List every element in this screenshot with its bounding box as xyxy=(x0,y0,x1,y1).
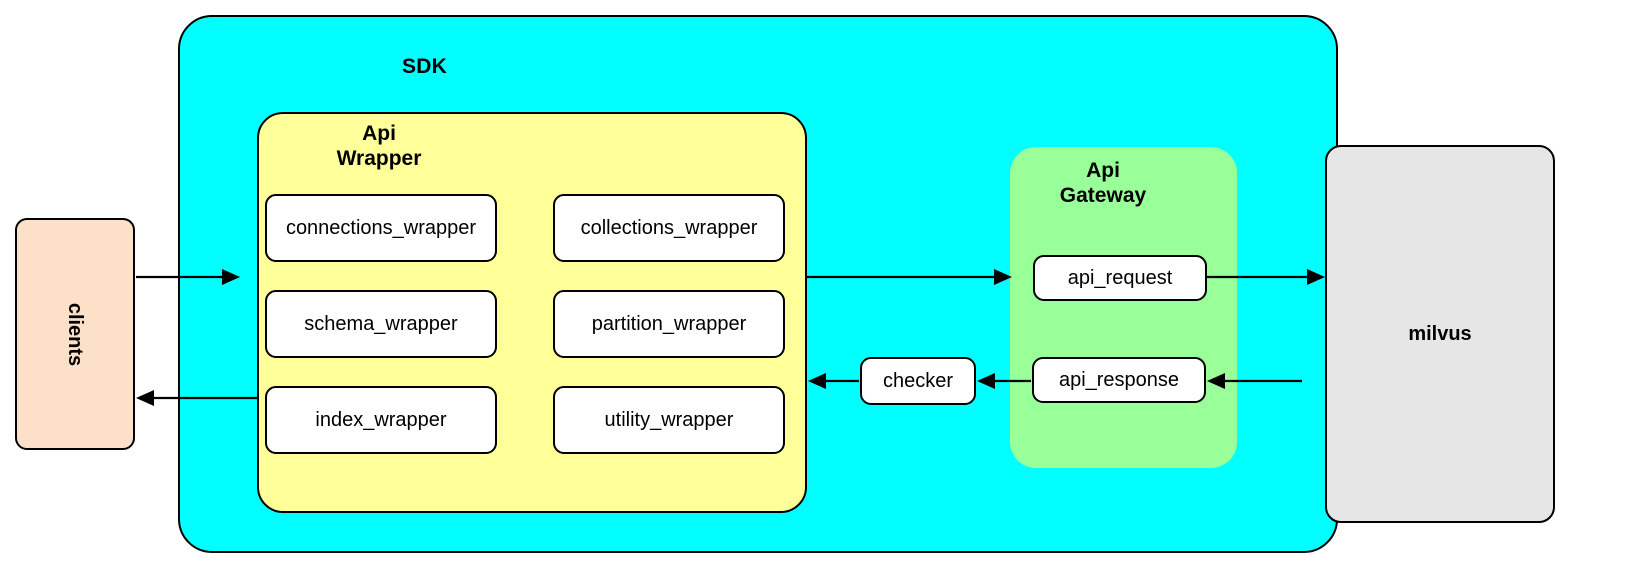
edge-milvus-to-api-response xyxy=(1207,373,1302,389)
edge-api-response-to-checker xyxy=(977,373,1031,389)
module-collections-wrapper[interactable]: collections_wrapper xyxy=(553,194,785,262)
milvus-label: milvus xyxy=(1408,322,1472,345)
sdk-label: SDK xyxy=(402,55,447,78)
module-label: schema_wrapper xyxy=(304,312,458,335)
module-label: collections_wrapper xyxy=(580,216,758,239)
module-label: connections_wrapper xyxy=(285,216,477,239)
node-checker[interactable]: checker xyxy=(860,357,976,405)
edge-api-request-to-milvus xyxy=(1207,269,1325,285)
clients-node[interactable]: clients xyxy=(15,218,135,450)
edge-api-wrapper-to-clients xyxy=(136,390,257,406)
module-partition-wrapper[interactable]: partition_wrapper xyxy=(553,290,785,358)
api-gateway-label: Api Gateway xyxy=(1028,159,1178,209)
api-wrapper-label-line2: Wrapper xyxy=(336,146,422,170)
module-utility-wrapper[interactable]: utility_wrapper xyxy=(553,386,785,454)
module-label: index_wrapper xyxy=(315,408,447,431)
module-connections-wrapper[interactable]: connections_wrapper xyxy=(265,194,497,262)
node-label: checker xyxy=(882,369,954,392)
edge-checker-to-api-wrapper xyxy=(808,373,859,389)
module-index-wrapper[interactable]: index_wrapper xyxy=(265,386,497,454)
edge-clients-to-api-wrapper xyxy=(136,269,240,285)
module-label: partition_wrapper xyxy=(591,312,747,335)
module-label: utility_wrapper xyxy=(604,408,734,431)
milvus-node[interactable]: milvus xyxy=(1325,145,1555,523)
node-api-response[interactable]: api_response xyxy=(1032,357,1206,403)
api-gateway-label-line1: Api xyxy=(1086,159,1120,182)
api-gateway-group: Api Gateway xyxy=(1010,147,1237,468)
api-wrapper-label: Api Wrapper xyxy=(279,122,479,172)
module-schema-wrapper[interactable]: schema_wrapper xyxy=(265,290,497,358)
api-gateway-label-line2: Gateway xyxy=(1059,183,1147,207)
node-api-request[interactable]: api_request xyxy=(1033,255,1207,301)
node-label: api_request xyxy=(1067,266,1173,289)
api-wrapper-label-line1: Api xyxy=(362,122,396,145)
node-label: api_response xyxy=(1058,368,1180,391)
edge-api-wrapper-to-api-gateway xyxy=(806,269,1012,285)
